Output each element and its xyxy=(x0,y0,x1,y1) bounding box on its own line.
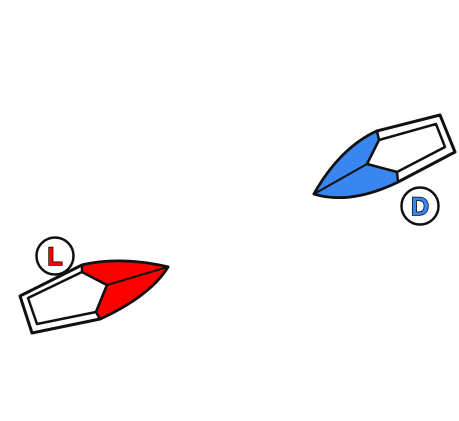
boat-leeward xyxy=(18,259,170,335)
badge-windward: D xyxy=(400,186,440,226)
boat-leeward-bow-line-upper xyxy=(106,266,169,286)
boat-leeward-bow xyxy=(80,259,170,321)
badge-windward-circle xyxy=(400,186,440,226)
badge-leeward: L xyxy=(35,236,75,276)
boat-windward-bow xyxy=(312,129,400,199)
boat-windward-bow-line-upper xyxy=(313,163,368,195)
badge-leeward-letter: L xyxy=(47,243,62,271)
boat-leeward-bow-line-lower xyxy=(95,284,108,313)
badge-leeward-circle xyxy=(35,236,75,276)
boat-windward-bow-line-lower xyxy=(366,139,380,165)
boat-windward xyxy=(312,113,457,200)
badge-windward-letter: D xyxy=(411,193,429,221)
